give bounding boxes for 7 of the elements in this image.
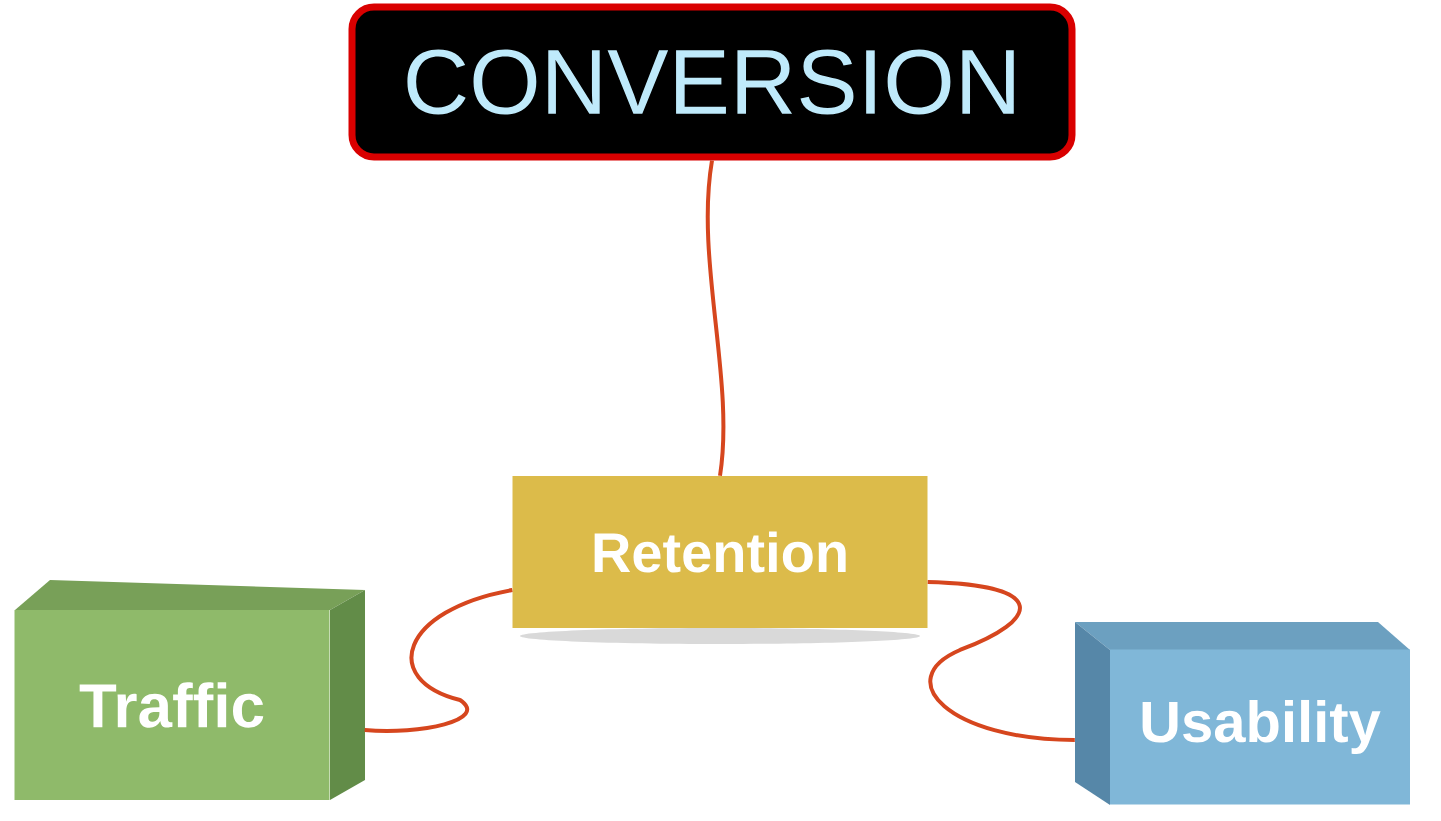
connector <box>705 160 726 476</box>
retention-box: Retention <box>512 476 928 644</box>
connector <box>927 580 1075 742</box>
neon-sign: CONVERSION <box>348 3 1076 161</box>
block: Usability <box>1075 622 1410 805</box>
connector <box>364 588 513 733</box>
block: Traffic <box>14 580 365 800</box>
